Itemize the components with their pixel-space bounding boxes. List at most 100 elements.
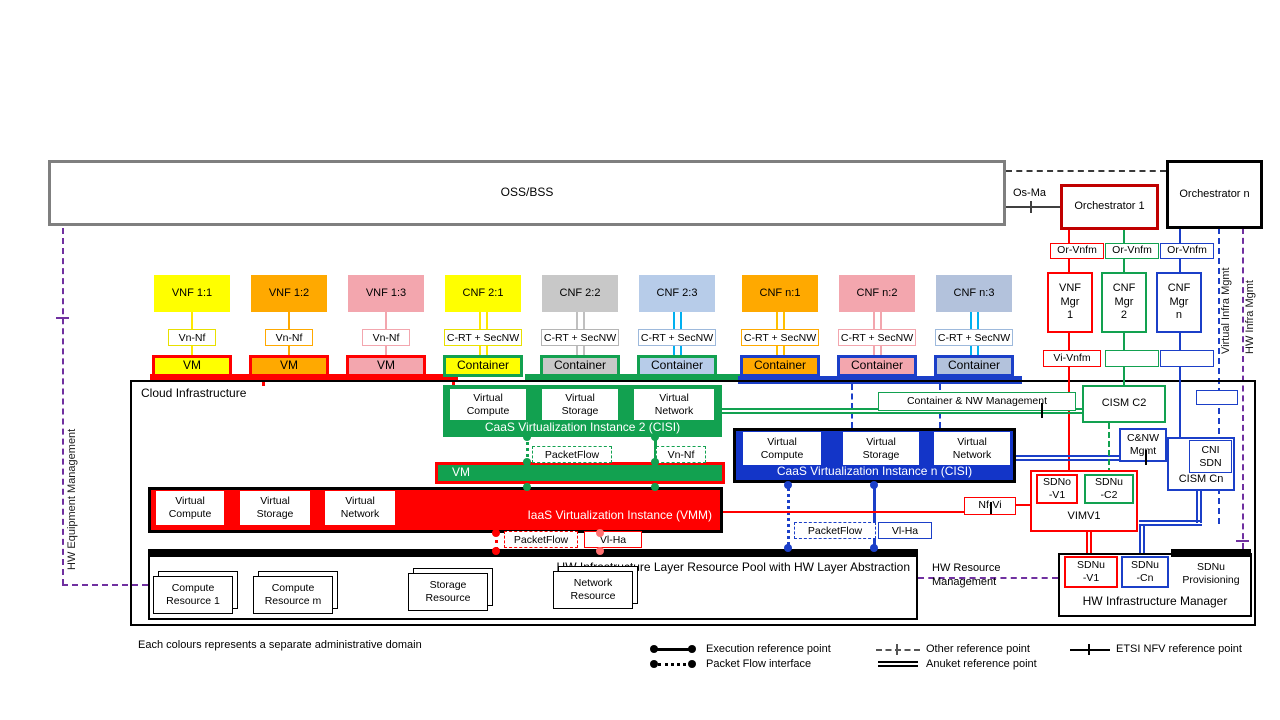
- caasn-vlha-label: Vl-Ha: [878, 522, 932, 539]
- ref-label-vnnf-1: Vn-Nf: [168, 329, 216, 346]
- caasn-bar-stub-1: [851, 384, 853, 428]
- host-box-container5: Container: [837, 355, 917, 377]
- legend-execution-dot: [688, 645, 696, 653]
- legend-execution-symbol: [656, 648, 694, 651]
- legend-other-tick: [896, 644, 898, 655]
- or-vnfm-label-1: Or-Vnfm: [1050, 243, 1104, 259]
- iaas-domain-bar: [150, 374, 458, 382]
- cni-sdn-box: CNI SDN: [1189, 440, 1232, 473]
- vivnfm-line-green-top: [1123, 333, 1125, 350]
- host-box-vm3: VM: [346, 355, 426, 377]
- iaas-packetflow-line: [495, 533, 498, 550]
- orchestrator-n-box: Orchestrator n: [1166, 160, 1263, 229]
- network-resource-box: Network Resource: [553, 571, 633, 609]
- legend-packetflow-dot: [650, 660, 658, 668]
- ref-label-crt-4: C-RT + SecNW: [741, 329, 819, 346]
- vivnfm-line-red-top: [1068, 333, 1070, 350]
- iaas-virtual-network: Virtual Network: [325, 491, 395, 525]
- vim-v1-label: VIMV1: [1067, 510, 1101, 523]
- caasn-virtual-compute: Virtual Compute: [743, 432, 821, 465]
- orvnfm-line-red-top: [1068, 230, 1070, 243]
- cloud-infrastructure-box: [130, 380, 1256, 626]
- legend-etsi-label: ETSI NFV reference point: [1116, 643, 1242, 655]
- hw-resource-mgmt-label: HW Resource Management: [932, 562, 1001, 588]
- ref-label-crt-5: C-RT + SecNW: [838, 329, 916, 346]
- hw-infra-mgmt-line: [1242, 228, 1244, 549]
- cismcn-sdnu-route-v1: [1196, 491, 1202, 523]
- cnf-mgr-2-box: CNF Mgr 2: [1101, 272, 1147, 333]
- nf-box-cnfn1: CNF n:1: [742, 275, 818, 312]
- green-node-dot: [651, 433, 659, 441]
- os-ma-label: Os-Ma: [1013, 187, 1046, 199]
- host-box-container1: Container: [443, 355, 523, 377]
- nf-box-vnf12: VNF 1:2: [251, 275, 327, 312]
- caasn-title: CaaS Virtualization Instance n (CISI): [776, 464, 973, 479]
- or-vnfm-label-2: Or-Vnfm: [1105, 243, 1159, 259]
- vi-vnfm-equivalent-blue-box: [1160, 350, 1214, 367]
- host-box-container3: Container: [637, 355, 717, 377]
- iaas-vlha-label: Vl-Ha: [584, 531, 642, 548]
- caas2-vnnf-label: Vn-Nf: [656, 446, 706, 463]
- blue-node-dot: [784, 544, 792, 552]
- hw-equipment-mgmt-label: HW Equipment Management: [66, 428, 78, 570]
- container-nw-mgmt-label: Container & NW Management: [878, 392, 1076, 411]
- orvnfm-line-green-top: [1123, 230, 1125, 243]
- legend-packetflow-label: Packet Flow interface: [706, 658, 812, 670]
- cism-c2-to-sdnu-line: [1108, 423, 1110, 474]
- orchestrator-1-box: Orchestrator 1: [1060, 184, 1159, 230]
- green-node-dot: [523, 458, 531, 466]
- host-box-container4: Container: [740, 355, 820, 377]
- line-cnfmgrn-to-cism: [1179, 367, 1181, 437]
- sdnu-cn-box: SDNu -Cn: [1121, 556, 1169, 588]
- anuket-green-etsi-tick: [1041, 403, 1043, 418]
- legend-other-symbol: [876, 649, 920, 651]
- caasn-virtual-storage: Virtual Storage: [843, 432, 919, 465]
- caas2-title: CaaS Virtualization Instance 2 (CISI): [484, 420, 681, 435]
- os-ma-etsi-tick: [1030, 201, 1032, 213]
- legend-etsi-tick: [1088, 644, 1090, 655]
- green-node-dot: [651, 458, 659, 466]
- caasn-execution-line: [873, 483, 876, 550]
- host-box-vm2: VM: [249, 355, 329, 377]
- ref-label-crt-1: C-RT + SecNW: [444, 329, 522, 346]
- legend-other-label: Other reference point: [926, 643, 1030, 655]
- os-ma-line: [1006, 206, 1060, 208]
- hw-equipment-mgmt-tick: [56, 317, 69, 319]
- red-node-dot: [492, 547, 500, 555]
- nfvi-line-h2: [1004, 504, 1030, 506]
- caasn-packetflow-line: [787, 483, 790, 550]
- oss-orchn-dashed-line: [1006, 170, 1166, 172]
- blue-node-dot: [870, 544, 878, 552]
- legend-anuket-symbol: [878, 661, 918, 667]
- line-vnfmgr-to-vim: [1068, 367, 1070, 470]
- caasn-virtual-network: Virtual Network: [934, 432, 1010, 465]
- hw-infra-mgmt-tick: [1236, 540, 1249, 542]
- nf-box-cnf23: CNF 2:3: [639, 275, 715, 312]
- red-node-dot: [596, 529, 604, 537]
- caasn-packetflow-label: PacketFlow: [794, 522, 876, 539]
- cism-cn-label: CISM Cn: [1178, 473, 1224, 486]
- storage-resource-box: Storage Resource: [408, 573, 488, 611]
- blue-node-dot: [784, 481, 792, 489]
- cismcn-sdnu-route-v2: [1139, 526, 1145, 553]
- nf-box-cnf22: CNF 2:2: [542, 275, 618, 312]
- sdnu-v1-box: SDNu -V1: [1064, 556, 1118, 588]
- hw-resource-mgmt-line: [918, 577, 1058, 579]
- green-node-dot: [523, 483, 531, 491]
- nf-box-vnf11: VNF 1:1: [154, 275, 230, 312]
- caas2-virtual-compute: Virtual Compute: [450, 389, 526, 420]
- line-cnfmgr2-to-cism: [1123, 367, 1125, 385]
- compute-resource-m-box: Compute Resource m: [253, 576, 333, 614]
- cism-c2-box: CISM C2: [1082, 385, 1166, 423]
- legend-packetflow-symbol: [658, 663, 692, 666]
- hw-abstraction-bar: [148, 549, 918, 557]
- host-box-vm1: VM: [152, 355, 232, 377]
- oss-bss-box: OSS/BSS: [48, 160, 1006, 226]
- sdnu-provisioning-label: SDNu Provisioning: [1182, 561, 1240, 586]
- legend-execution-label: Execution reference point: [706, 643, 831, 655]
- anuket-line-blue: [1016, 455, 1168, 461]
- vi-vnfm-label: Vi-Vnfm: [1043, 350, 1101, 367]
- hw-equipment-mgmt-hline: [62, 584, 148, 586]
- virtual-infra-mgmt-line: [1218, 228, 1220, 524]
- hw-equipment-mgmt-vline: [62, 228, 64, 585]
